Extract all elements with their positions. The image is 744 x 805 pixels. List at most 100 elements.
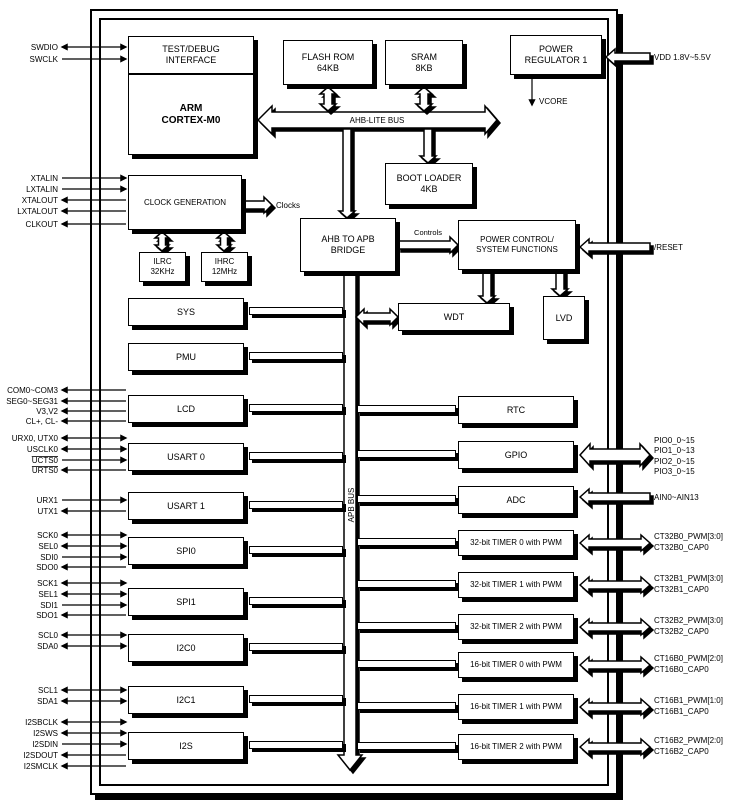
- block-usart1: USART 1: [128, 492, 244, 520]
- block-usart0: USART 0: [128, 443, 244, 471]
- pin-label: CT16B2_PWM[2:0]: [654, 736, 723, 745]
- apb-bus-stub: [357, 580, 456, 588]
- controls-label: Controls: [414, 228, 442, 237]
- apb-bus-stub: [357, 622, 456, 630]
- pin-label: CT16B1_PWM[1:0]: [654, 696, 723, 705]
- apb-bus: [336, 271, 364, 772]
- pin-label: URX0, UTX0: [12, 434, 59, 443]
- pin-label: PIO3_0~15: [654, 467, 695, 476]
- pin-label: SCL1: [38, 686, 59, 695]
- pin-label: SWCLK: [30, 55, 59, 64]
- vcore-connector: VCORE: [528, 77, 567, 107]
- pin-label: XTALIN: [31, 174, 59, 183]
- pin-label: PIO2_0~15: [654, 457, 695, 466]
- pin-label: SWDIO: [31, 43, 58, 52]
- vcore-label: VCORE: [539, 97, 567, 106]
- apb-bus-stub: [357, 495, 456, 503]
- pin-label: SCK0: [37, 531, 58, 540]
- pin-label: UTX1: [38, 507, 59, 516]
- apb-bus-stub: [249, 404, 343, 412]
- pin-label: I2SDOUT: [23, 751, 58, 760]
- pin-label: I2SDIN: [32, 740, 58, 749]
- pin-label: SEG0~SEG31: [6, 397, 58, 406]
- pin-label: I2SMCLK: [24, 762, 59, 771]
- block-rtc: RTC: [458, 396, 574, 424]
- block-power-regulator: POWER REGULATOR 1: [510, 35, 602, 75]
- pin-label: COM0~COM3: [7, 386, 58, 395]
- pin-label: URX1: [37, 496, 59, 505]
- pin-label: SEL0: [38, 542, 58, 551]
- apb-bus-stub: [249, 307, 343, 315]
- block-sys: SYS: [128, 298, 244, 326]
- block-ahb-apb-bridge: AHB TO APB BRIDGE: [300, 218, 396, 272]
- block-timer16-0: 16-bit TIMER 0 with PWM: [458, 652, 574, 678]
- pin-label: PIO0_0~15: [654, 436, 695, 445]
- pin-label: SDI0: [40, 553, 58, 562]
- apb-bus-stub: [249, 501, 343, 509]
- pin-label: SDO1: [36, 611, 58, 620]
- block-timer32-0: 32-bit TIMER 0 with PWM: [458, 530, 574, 556]
- clock-connectors: Clocks: [152, 195, 300, 252]
- clocks-label: Clocks: [276, 201, 300, 210]
- pin-label: SCK1: [37, 579, 58, 588]
- pin-label: CT16B2_CAP0: [654, 747, 709, 756]
- block-timer32-2: 32-bit TIMER 2 with PWM: [458, 614, 574, 640]
- block-spi1: SPI1: [128, 588, 244, 616]
- left-pin-labels: SWDIO SWCLK XTALIN LXTALIN XTALOUT LXTAL…: [6, 43, 58, 771]
- pin-label: CT16B0_CAP0: [654, 665, 709, 674]
- apb-bus-stub: [357, 538, 456, 546]
- apb-bus-stub: [249, 452, 343, 460]
- apb-bus-stub: [249, 695, 343, 703]
- pin-label: CT32B1_CAP0: [654, 585, 709, 594]
- pin-label: VDD 1.8V~5.5V: [654, 53, 711, 62]
- apb-bus-stub: [357, 702, 456, 710]
- left-pin-arrows: [60, 43, 128, 770]
- block-ihrc: IHRC 12MHz: [201, 252, 248, 282]
- pin-label: XTALOUT: [22, 196, 58, 205]
- block-pmu: PMU: [128, 343, 244, 371]
- apb-bus-stub: [357, 450, 456, 458]
- pin-label: SCL0: [38, 631, 59, 640]
- block-i2c0: I2C0: [128, 634, 244, 662]
- apb-bus-stub: [249, 352, 343, 360]
- right-pin-arrows: [578, 47, 652, 757]
- block-gpio: GPIO: [458, 441, 574, 469]
- right-pin-labels: VDD 1.8V~5.5V /RESET PIO0_0~15 PIO1_0~13…: [654, 53, 723, 756]
- block-lvd: LVD: [543, 296, 585, 340]
- pin-label: UCTS0: [32, 456, 59, 465]
- block-test-debug-interface: TEST/DEBUG INTERFACE: [128, 36, 254, 74]
- block-i2c1: I2C1: [128, 686, 244, 714]
- block-timer16-1: 16-bit TIMER 1 with PWM: [458, 694, 574, 720]
- block-sram: SRAM 8KB: [385, 40, 463, 85]
- pin-label: LXTALOUT: [17, 207, 58, 216]
- apb-bus-stub: [249, 741, 343, 749]
- block-power-control: POWER CONTROL/ SYSTEM FUNCTIONS: [458, 220, 576, 270]
- block-boot-loader: BOOT LOADER 4KB: [385, 163, 473, 205]
- pin-label: CT32B1_PWM[3:0]: [654, 574, 723, 583]
- pin-label: URTS0: [32, 466, 59, 475]
- pin-label: CT32B0_PWM[3:0]: [654, 532, 723, 541]
- ahb-lite-bus: AHB-LITE BUS: [256, 86, 498, 219]
- pin-label: CLKOUT: [26, 220, 59, 229]
- pin-label: I2SBCLK: [25, 718, 59, 727]
- block-arm-cortex-m0: ARM CORTEX-M0: [128, 74, 254, 155]
- block-ilrc: ILRC 32KHz: [139, 252, 186, 282]
- pin-label: SDI1: [40, 601, 58, 610]
- pin-label: LXTALIN: [26, 185, 58, 194]
- ahb-bus-label: AHB-LITE BUS: [350, 116, 405, 125]
- pin-label: SEL1: [38, 590, 58, 599]
- pin-label: /RESET: [654, 243, 683, 252]
- pin-label: CL+, CL-: [26, 417, 59, 426]
- apb-bus-stub: [357, 405, 456, 413]
- block-flash-rom: FLASH ROM 64KB: [283, 40, 373, 85]
- pin-label: CT32B0_CAP0: [654, 543, 709, 552]
- pin-label: CT16B0_PWM[2:0]: [654, 654, 723, 663]
- pin-label: SDO0: [36, 563, 58, 572]
- block-clock-generation: CLOCK GENERATION: [128, 175, 242, 230]
- pin-label: PIO1_0~13: [654, 446, 695, 455]
- pin-label: CT32B2_CAP0: [654, 627, 709, 636]
- pin-label: CT16B1_CAP0: [654, 707, 709, 716]
- apb-bus-label: APB BUS: [347, 487, 356, 523]
